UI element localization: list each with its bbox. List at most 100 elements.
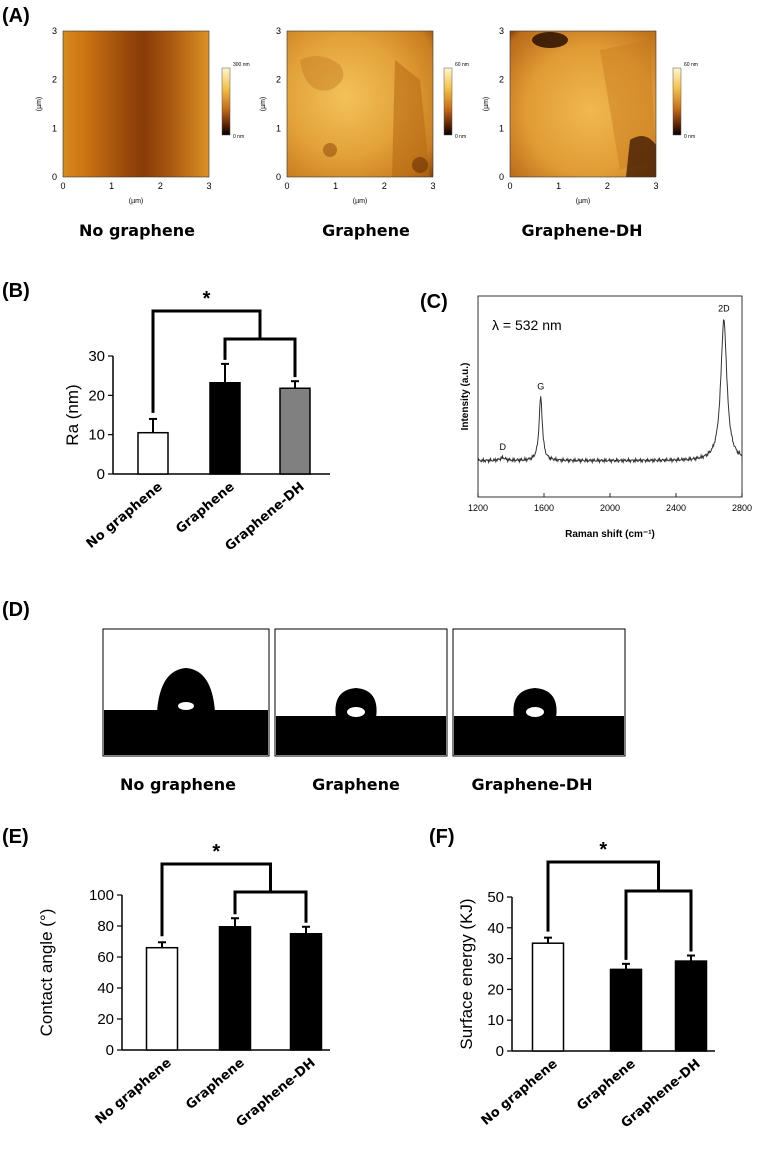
afm-y-axis-label: (µm): [36, 97, 43, 112]
afm-x-tick-label: 3: [430, 181, 435, 191]
raman-spectrum-line: [477, 319, 743, 465]
afm-y-tick-label: 2: [499, 75, 504, 85]
afm-x-tick-label: 2: [382, 181, 387, 191]
colorbar-no-graphene: 300 nm 0 nm: [221, 62, 250, 140]
afm-x-axis-label: (µm): [353, 198, 368, 205]
afm-y-axis-label: (µm): [483, 97, 490, 112]
panel-label-a: (A): [2, 5, 30, 27]
y-axis-label: Ra (nm): [63, 384, 82, 445]
colorbar-max-label: 300 nm: [233, 62, 250, 68]
afm-y-tick-label: 0: [499, 172, 504, 182]
droplet-image-no-graphene: [102, 628, 270, 757]
x-category-label: No graphene: [93, 1055, 175, 1127]
y-tick-label: 40: [487, 920, 504, 937]
y-axis-label: Surface energy (KJ): [457, 898, 476, 1049]
afm-y-tick-label: 0: [276, 172, 281, 182]
x-category-label: Graphene: [173, 479, 237, 536]
colorbar-min-label: 0 nm: [684, 134, 695, 140]
afm-x-tick-label: 0: [284, 181, 289, 191]
colorbar-min-label: 0 nm: [455, 134, 466, 140]
afm-x-axis-label: (µm): [129, 198, 144, 205]
afm-image-graphene: [286, 30, 434, 178]
significance-bracket-inner: [233, 890, 308, 923]
afm-y-tick-label: 3: [52, 26, 57, 36]
peak-label: D: [500, 442, 507, 452]
y-tick-label: 80: [97, 918, 114, 935]
y-tick-label: 30: [88, 348, 105, 365]
x-tick-label: 2800: [732, 503, 752, 513]
panel-label-e: (E): [2, 826, 29, 848]
y-tick-label: 20: [487, 981, 504, 998]
afm-image-graphene-dh: [509, 30, 657, 178]
afm-image-no-graphene: [62, 30, 210, 178]
x-category-label: Graphene: [183, 1055, 247, 1112]
panel-label-f: (F): [429, 826, 455, 848]
droplet-image-graphene-dh: [452, 628, 626, 757]
significance-bracket-outer: [546, 860, 660, 932]
droplet-caption-graphene: Graphene: [312, 775, 400, 794]
y-tick-label: 40: [97, 980, 114, 997]
bar: [279, 387, 311, 475]
bar: [137, 431, 169, 475]
bar: [674, 960, 708, 1052]
y-tick-label: 0: [97, 466, 105, 483]
significance-star: *: [203, 288, 211, 310]
significance-star: *: [599, 839, 607, 861]
y-tick-label: 20: [97, 1011, 114, 1028]
afm-x-tick-label: 2: [158, 181, 163, 191]
colorbar-max-label: 60 nm: [455, 62, 469, 68]
afm-y-tick-label: 2: [52, 75, 57, 85]
significance-bracket-outer: [160, 862, 272, 937]
x-tick-label: 2000: [600, 503, 620, 513]
colorbar-min-label: 0 nm: [233, 134, 244, 140]
y-tick-label: 10: [88, 427, 105, 444]
panel-label-b: (B): [2, 280, 30, 302]
afm-y-tick-label: 1: [499, 123, 504, 133]
colorbar-max-label: 60 nm: [684, 62, 698, 68]
bar: [145, 946, 179, 1051]
colorbar-graphene-dh: 60 nm 0 nm: [672, 62, 698, 140]
afm-x-tick-label: 3: [653, 181, 658, 191]
afm-y-tick-label: 3: [276, 26, 281, 36]
afm-x-tick-label: 2: [605, 181, 610, 191]
y-tick-label: 10: [487, 1012, 504, 1029]
afm-y-tick-label: 1: [52, 123, 57, 133]
bar: [218, 926, 252, 1051]
colorbar-graphene: 60 nm 0 nm: [443, 62, 469, 140]
afm-x-tick-label: 1: [109, 181, 114, 191]
significance-bracket-inner: [624, 889, 693, 960]
bar: [209, 381, 241, 475]
significance-bracket-outer: [151, 309, 262, 413]
x-tick-label: 2400: [666, 503, 686, 513]
y-axis-label: Intensity (a.u.): [460, 363, 471, 431]
y-tick-label: 60: [97, 949, 114, 966]
afm-y-tick-label: 1: [276, 123, 281, 133]
y-tick-label: 50: [487, 889, 504, 906]
bar: [609, 968, 643, 1052]
droplet-caption-graphene-dh: Graphene-DH: [471, 775, 592, 794]
y-tick-label: 20: [88, 387, 105, 404]
y-tick-label: 0: [106, 1042, 114, 1059]
afm-y-tick-label: 0: [52, 172, 57, 182]
droplet-image-graphene: [274, 628, 448, 757]
significance-star: *: [212, 841, 220, 863]
afm-x-tick-label: 1: [556, 181, 561, 191]
bar: [289, 933, 323, 1051]
afm-x-axis-label: (µm): [576, 198, 591, 205]
afm-y-tick-label: 3: [499, 26, 504, 36]
afm-y-axis-label: (µm): [260, 97, 267, 112]
bar: [531, 942, 565, 1052]
y-tick-label: 30: [487, 951, 504, 968]
chart-annotation: λ = 532 nm: [492, 317, 562, 333]
afm-x-tick-label: 0: [60, 181, 65, 191]
x-category-label: Graphene: [574, 1056, 638, 1113]
droplet-caption-no-graphene: No graphene: [120, 775, 236, 794]
x-category-label: No graphene: [84, 479, 166, 551]
panel-label-c: (C): [420, 291, 448, 313]
x-axis-label: Raman shift (cm⁻¹): [565, 529, 655, 540]
x-category-label: No graphene: [479, 1056, 561, 1128]
